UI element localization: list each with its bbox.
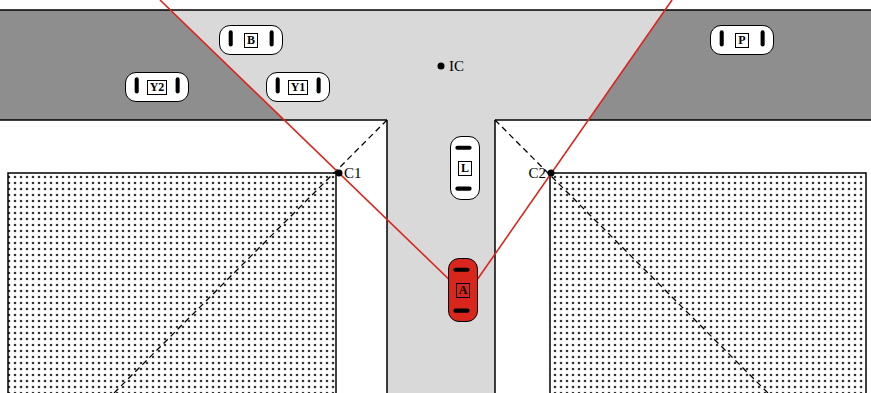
car-label: Y1 (288, 80, 309, 95)
car: A (448, 258, 478, 322)
car-label: B (244, 33, 258, 48)
car-label: P (735, 33, 748, 48)
point-label: C2 (528, 165, 546, 181)
building (8, 173, 336, 393)
building (550, 173, 866, 393)
corner-diagonal (495, 120, 768, 393)
sight-line (160, 0, 460, 290)
car-label: A (456, 283, 471, 298)
corner-point (336, 170, 343, 177)
car-label: L (458, 161, 472, 176)
car-label: Y2 (147, 80, 168, 95)
car: B (219, 25, 283, 55)
sight-line (470, 0, 672, 290)
car: P (710, 25, 774, 55)
car: Y1 (266, 72, 330, 102)
car: Y2 (125, 72, 189, 102)
corner-point (548, 170, 555, 177)
point-label: C1 (344, 165, 362, 181)
point-label: IC (449, 58, 464, 74)
center-point (438, 63, 445, 70)
car: L (450, 136, 480, 200)
corner-diagonal (114, 120, 387, 393)
